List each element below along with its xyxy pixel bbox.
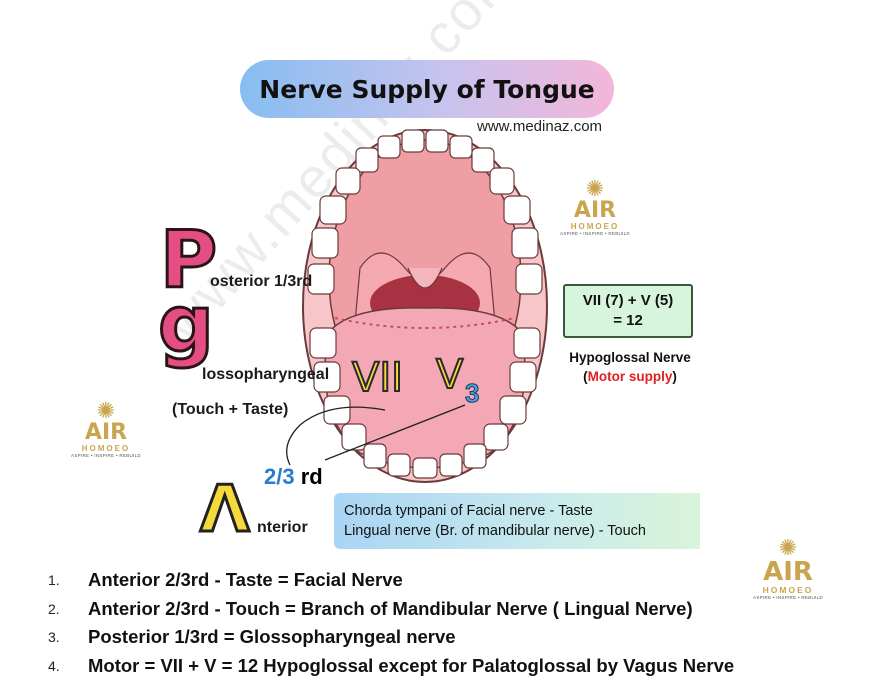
formula-line1: VII (7) + V (5) [582, 292, 674, 309]
v-subscript: 3 [464, 378, 480, 409]
fraction-part1: 2/ [264, 464, 283, 489]
chorda-box: Chorda tympani of Facial nerve - Taste L… [334, 493, 700, 549]
bulb-icon: ✺ [96, 398, 116, 423]
pointer-lines [286, 404, 466, 466]
fraction-part2: 3 [282, 464, 295, 489]
bulb-icon: ✺ [585, 176, 605, 201]
summary-list: 1.Anterior 2/3rd - Taste = Facial Nerve … [48, 566, 734, 680]
chorda-line2: Lingual nerve (Br. of mandibular nerve) … [344, 523, 646, 539]
g-mnemonic-letter: g [157, 280, 216, 370]
anterior-label: nterior [257, 519, 308, 536]
hypoglossal-sub: (Motor supply) [583, 369, 677, 384]
title-banner: Nerve Supply of Tongue [240, 60, 614, 118]
posterior-label: osterior 1/3rd [210, 273, 313, 290]
fraction-label: 2/3 rd [264, 464, 323, 490]
bulb-icon: ✺ [778, 535, 798, 560]
touch-taste-label: (Touch + Taste) [172, 401, 289, 418]
vii-label: VII [351, 354, 404, 402]
list-item: 2.Anterior 2/3rd - Touch = Branch of Man… [48, 597, 693, 619]
hypoglossal-title: Hypoglossal Nerve [569, 350, 691, 365]
mouth-illustration [302, 129, 548, 483]
air-homoeo-logo-top: ✺ AIR HOMOEO ASPIRE • INSPIRE • REBUILD [560, 176, 630, 237]
a-mnemonic-letter: Λ [199, 473, 252, 547]
list-item: 4.Motor = VII + V = 12 Hypoglossal excep… [48, 654, 735, 676]
list-item: 3.Posterior 1/3rd = Glossopharyngeal ner… [48, 626, 456, 648]
hypoglossal-label: Hypoglossal Nerve (Motor supply) [555, 348, 705, 386]
glossopharyngeal-label: lossopharyngeal [202, 366, 330, 383]
air-homoeo-logo-left: ✺ AIR HOMOEO ASPIRE • INSPIRE • REBUILD [71, 398, 141, 459]
chorda-line1: Chorda tympani of Facial nerve - Taste [344, 503, 593, 519]
list-item: 1.Anterior 2/3rd - Taste = Facial Nerve [48, 569, 403, 591]
formula-line2: = 12 [613, 312, 643, 329]
v-label: V [435, 351, 464, 399]
formula-box: VII (7) + V (5) = 12 [563, 284, 693, 338]
p-mnemonic-letter: P [158, 216, 218, 306]
website-label: www.medinaz.com [477, 118, 603, 135]
motor-supply-text: Motor supply [587, 369, 673, 384]
fraction-part3: rd [294, 464, 323, 489]
page-title: Nerve Supply of Tongue [259, 74, 595, 104]
air-homoeo-logo-bottom: ✺ AIR HOMOEO ASPIRE • INSPIRE • REBUILD [753, 535, 823, 601]
